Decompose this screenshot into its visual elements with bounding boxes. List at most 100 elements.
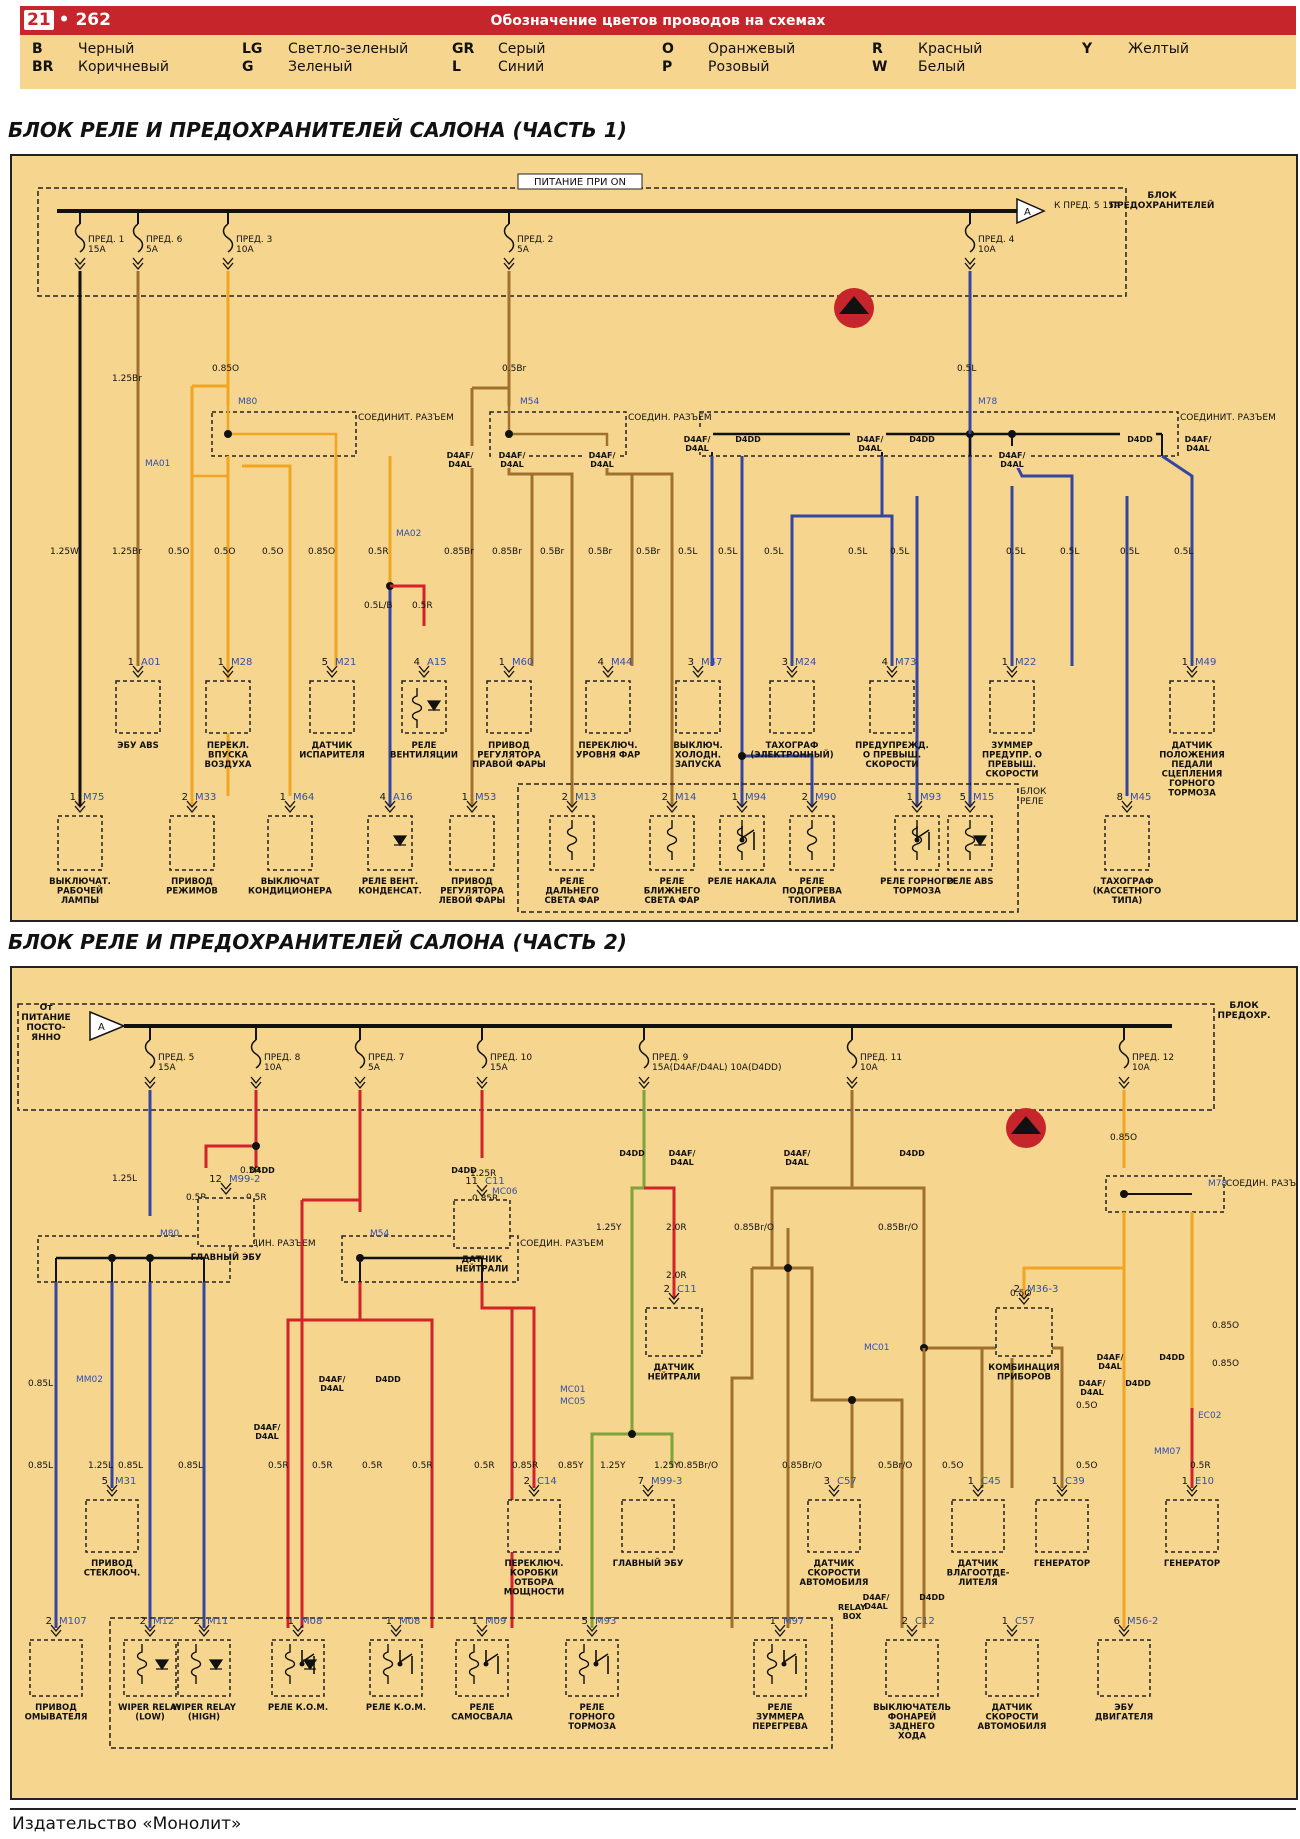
connector-code: MC01	[864, 1343, 890, 1353]
wire-gauge-label: 0.85Br/O	[734, 1223, 774, 1233]
wire-gauge-label: 0.85O	[1212, 1359, 1239, 1369]
wire-gauge-label: 0.85L	[28, 1379, 53, 1389]
wire-blue	[740, 456, 814, 806]
connector-code: M75	[83, 792, 104, 803]
connector-code: M21	[335, 657, 356, 668]
wire-gauge-label: 0.5R	[412, 1461, 433, 1471]
wire-gauge-label: 1.25Y	[596, 1223, 622, 1233]
variant-label: D4AF/D4AL	[669, 1149, 696, 1167]
variant-label: D4DD	[619, 1149, 645, 1158]
variant-label: D4DD	[735, 435, 761, 444]
connector-code: M45	[1130, 792, 1151, 803]
junction-dot	[738, 752, 746, 760]
wire-red	[390, 584, 426, 626]
pin-number: 7	[638, 1476, 644, 1487]
connector-chevron-icon	[586, 1624, 598, 1638]
variant-tag	[492, 446, 528, 468]
connector-chevron-icon	[911, 800, 923, 814]
relay-coil-icon	[911, 820, 923, 860]
wire-green	[632, 1432, 674, 1468]
wire-gauge-label: 0.85Y	[558, 1461, 584, 1471]
connector-chevron-icon	[74, 800, 86, 814]
variant-label: D4DD	[375, 1375, 401, 1384]
fuse-label: ПРЕД. 8	[264, 1053, 301, 1063]
connector-code: M09	[485, 1616, 506, 1627]
connector-chevron-icon	[1118, 1624, 1130, 1638]
variant-label: D4AF/D4AL	[784, 1149, 811, 1167]
connector-code: M60	[512, 657, 533, 668]
fuse-icon	[144, 1039, 156, 1069]
legend-code: L	[452, 59, 461, 75]
pin-number: 12	[209, 1174, 222, 1185]
legend-code: Y	[1082, 41, 1093, 57]
variant-label: D4DD	[899, 1149, 925, 1158]
pin-number: 1	[907, 792, 913, 803]
wire-brown	[852, 1398, 904, 1628]
wire-gauge-label: 0.5R	[312, 1461, 333, 1471]
fuse-icon	[476, 1039, 488, 1069]
connector-code: M56-2	[1127, 1616, 1158, 1627]
connector-code: EC02	[1198, 1411, 1221, 1421]
wire-gauge-label: 0.5Br	[540, 547, 564, 557]
connector-chevron-icon	[886, 665, 898, 679]
junction-dot	[784, 1264, 792, 1272]
junction-dot	[108, 1254, 116, 1262]
component-box	[455, 1639, 509, 1697]
variant-tag	[992, 446, 1028, 468]
component-box	[1169, 680, 1215, 734]
pin-number: 5	[102, 1476, 108, 1487]
pin-number: 1	[770, 1616, 776, 1627]
relay-coil-icon	[578, 1644, 590, 1684]
relay-coil-icon	[284, 1644, 296, 1684]
fuse-label: ПРЕД. 9	[652, 1053, 689, 1063]
wire-gauge-label: 1.25R	[470, 1169, 496, 1179]
wire-gauge-label: 1.25Y	[600, 1461, 626, 1471]
fuse-rating: 10A	[236, 245, 254, 255]
pin-number: 2	[182, 792, 188, 803]
connector-chevron-icon	[774, 1624, 786, 1638]
connector-code: M31	[115, 1476, 136, 1487]
component-label: РЕЛЕ ВЕНТ.КОНДЕНСАТ.	[358, 877, 422, 897]
pin-number: 2	[46, 1616, 52, 1627]
component-box	[1035, 1499, 1089, 1553]
fuse-icon	[74, 223, 86, 253]
diode-icon	[302, 1659, 318, 1671]
wire-gauge-label: 0.5L/B	[364, 601, 393, 611]
connector-code: M08	[301, 1616, 322, 1627]
pin-number: 2	[194, 1616, 200, 1627]
connector-code: C57	[837, 1476, 857, 1487]
junction-dot	[1120, 1190, 1128, 1198]
connector-chevron-icon	[1186, 665, 1198, 679]
wire-gauge-label: 0.5R	[186, 1193, 207, 1203]
connector-code: M54	[520, 397, 539, 407]
connector-code: M28	[231, 657, 252, 668]
variant-label: D4AF/D4AL	[319, 1375, 346, 1393]
connector-chevron-icon	[466, 800, 478, 814]
junction-dot	[505, 430, 513, 438]
connector-label: СОЕДИН. РАЗЪЕМ	[1226, 1179, 1296, 1189]
variant-label: D4AF/D4AL	[447, 451, 474, 469]
fuse-rating: 5A	[517, 245, 530, 255]
fuse-block	[37, 187, 1127, 297]
junction-dot	[628, 1430, 636, 1438]
variant-label: D4AF/D4AL	[857, 435, 884, 453]
relay-coil-icon	[382, 1644, 394, 1684]
pin-number: 2	[524, 1476, 530, 1487]
connector-label: СОЕДИН. РАЗЪЕМ	[520, 1239, 604, 1249]
pin-number: 5	[582, 1616, 588, 1627]
bus-label-box	[517, 173, 643, 190]
junction-dot	[1008, 430, 1016, 438]
connector-code: M99-3	[651, 1476, 682, 1487]
component-label: WIPER RELAY(HIGH)	[172, 1703, 237, 1723]
component-label: ГЛАВНЫЙ ЭБУ	[613, 1557, 684, 1569]
connector-chevron-icon	[144, 1076, 156, 1090]
